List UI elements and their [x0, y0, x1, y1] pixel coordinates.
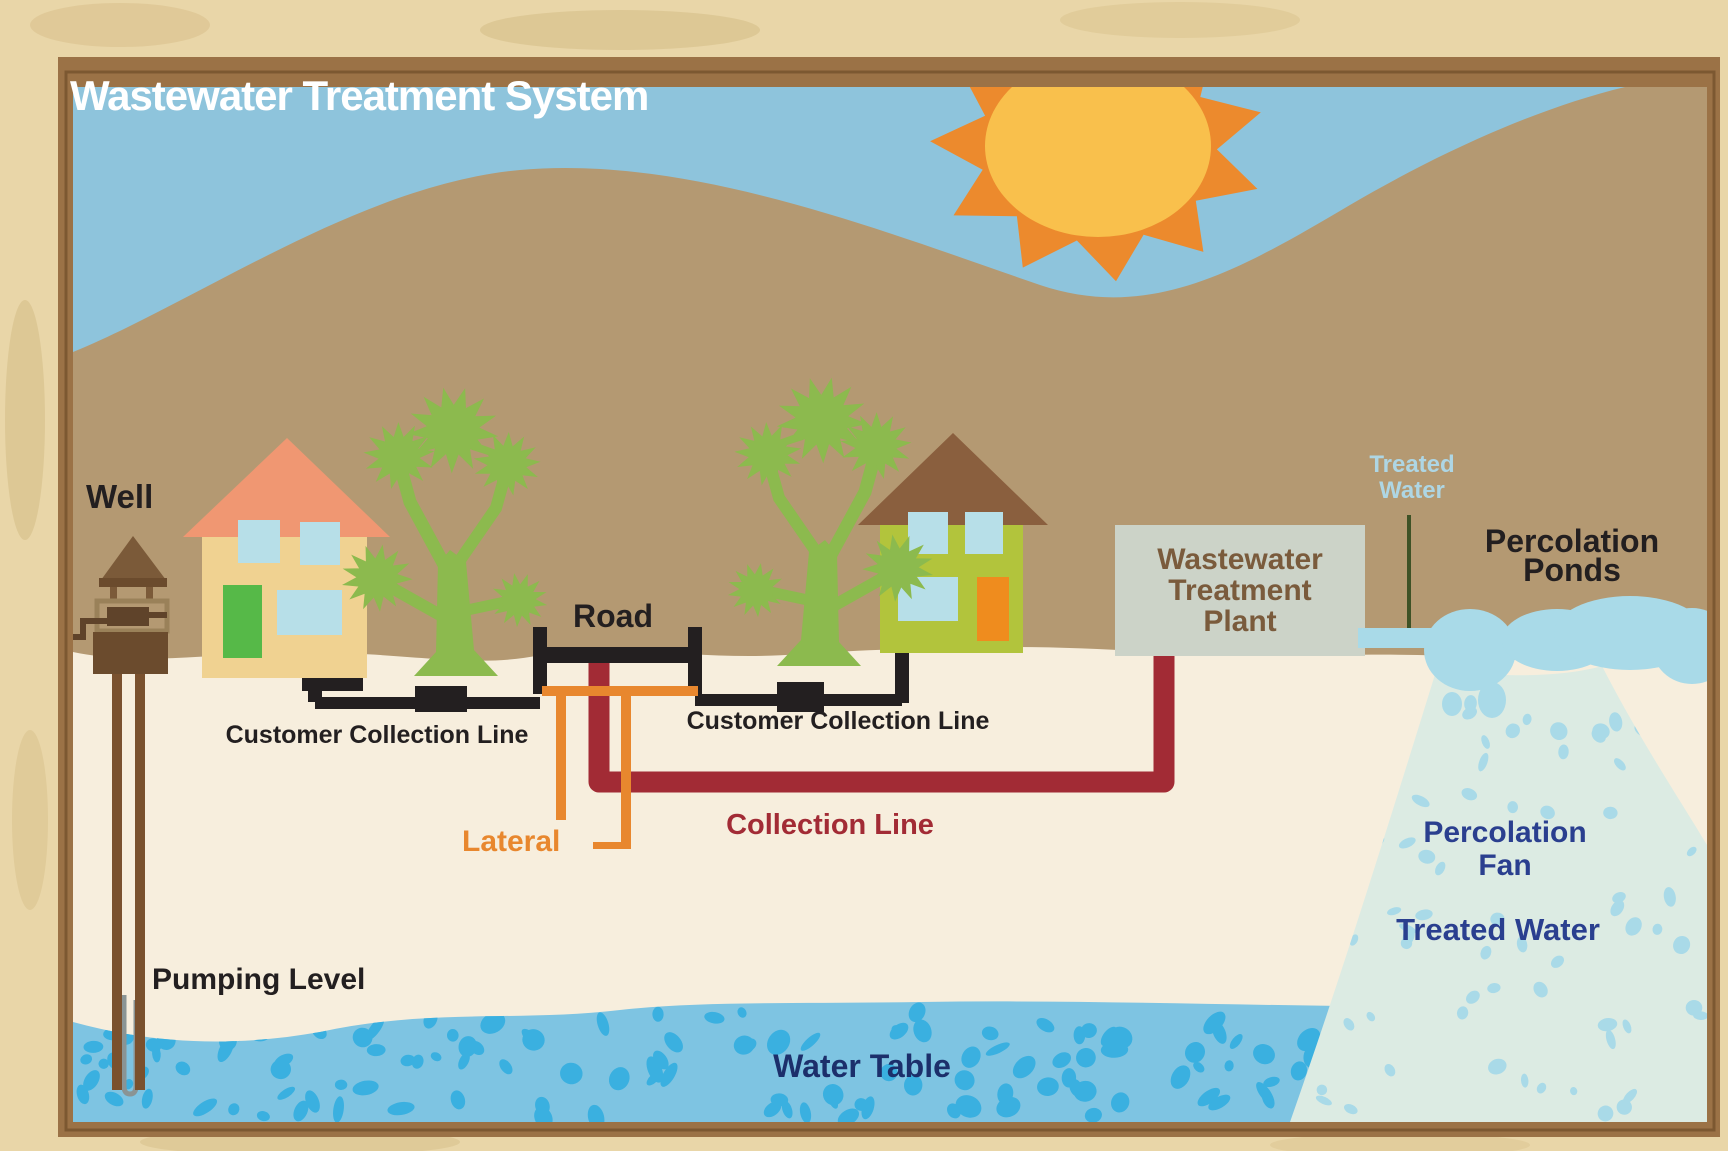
joshua-trees-icon	[342, 377, 933, 676]
treated-water-plant-label: Treated Water	[1369, 451, 1455, 504]
lateral-pipe	[542, 686, 698, 849]
collection-line-pipe	[588, 650, 1175, 793]
road	[533, 627, 702, 694]
ground	[73, 646, 1707, 1122]
percolation-ponds-label: Percolation Ponds	[1484, 523, 1660, 588]
percolation-pond-icon	[1358, 596, 1707, 718]
well-label: Well	[86, 478, 154, 515]
pumping-level-label: Pumping Level	[152, 963, 366, 996]
percolation-fan-label: Percolation Fan	[1423, 816, 1587, 882]
treatment-plant-label: Wastewater Treatment Plant	[1157, 543, 1323, 638]
customer-collection-line-right-label: Customer Collection Line	[686, 707, 990, 735]
treatment-plant-icon	[1115, 525, 1365, 656]
treated-water-leader-line	[1407, 515, 1411, 635]
collection-line-label: Collection Line	[726, 809, 934, 841]
well-icon	[73, 536, 170, 1097]
diagram-title: Wastewater Treatment System	[70, 72, 649, 119]
house-left-icon	[183, 438, 390, 678]
customer-collection-line-left-label: Customer Collection Line	[225, 721, 529, 749]
treated-water-fan-label: Treated Water	[1396, 912, 1600, 947]
water-table-label: Water Table	[773, 1048, 951, 1084]
road-label: Road	[573, 598, 653, 634]
lateral-label: Lateral	[462, 825, 561, 858]
sun-icon	[930, 87, 1261, 282]
customer-collection-line-right-pipe	[695, 653, 909, 712]
